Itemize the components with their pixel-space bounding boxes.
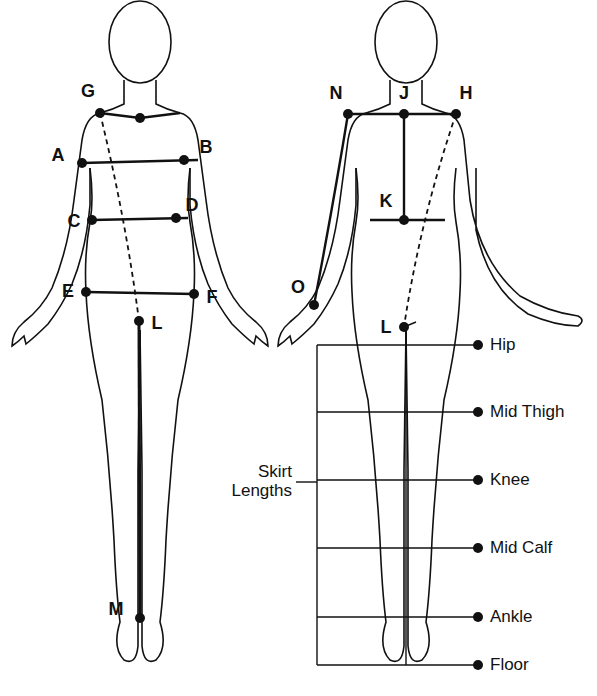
point-letter: B (200, 138, 213, 158)
point-letter: H (460, 84, 473, 104)
length-label: Mid Calf (490, 539, 552, 558)
point-letter: O (291, 278, 305, 298)
point-letter: G (81, 82, 95, 102)
length-label: Ankle (490, 608, 533, 627)
point-letter: L (381, 318, 392, 338)
point-letter: J (399, 84, 409, 104)
point-letter: F (207, 288, 218, 308)
length-label: Mid Thigh (490, 403, 564, 422)
length-label: Knee (490, 471, 530, 490)
point-letter: M (109, 600, 124, 620)
point-letter: L (152, 314, 163, 334)
skirt-lengths-label: Skirt Lengths (222, 463, 292, 500)
length-label: Hip (490, 336, 516, 355)
point-letter: K (380, 192, 393, 212)
point-letter: E (62, 282, 74, 302)
skirt-length-bracket (296, 340, 483, 670)
length-label: Floor (490, 656, 529, 675)
point-letter: A (52, 146, 65, 166)
point-letter: C (68, 212, 81, 232)
point-letter: D (186, 196, 199, 216)
front-figure (12, 1, 268, 661)
point-letter: N (330, 84, 343, 104)
back-figure (278, 1, 582, 665)
